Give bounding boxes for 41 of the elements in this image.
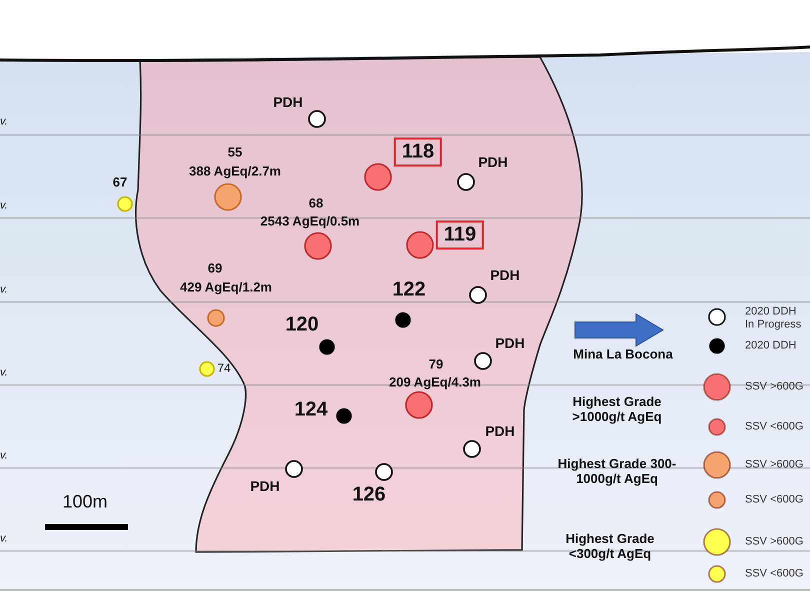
- legend-label: SSV <600G: [745, 494, 804, 506]
- legend-label: SSV >600G: [745, 380, 804, 394]
- hole-number: 126: [352, 484, 386, 506]
- hole-number: 69: [208, 262, 222, 276]
- hole-label: PDH: [273, 94, 303, 110]
- direction-label: Mina La Bocona: [573, 348, 673, 362]
- legend-label: 2020 DDH In Progress: [745, 305, 802, 331]
- hole-label: PDH: [495, 334, 525, 352]
- hole-label: PDH: [478, 154, 508, 170]
- hole-number: 119: [436, 220, 484, 250]
- grade-class-label: Highest Grade <300g/t AgEq: [564, 532, 656, 562]
- legend-label: SSV <600G: [745, 568, 804, 580]
- legend-label: SSV <600G: [745, 420, 804, 434]
- level-label: v.: [0, 284, 8, 296]
- hole-number: 68: [308, 196, 324, 212]
- hole-label: PDH: [250, 478, 280, 494]
- legend-label: SSV >600G: [745, 536, 804, 548]
- hole-label: PDH: [485, 422, 515, 440]
- hole-number: 122: [392, 278, 426, 302]
- grade-class-label: Highest Grade 300-1000g/t AgEq: [556, 457, 678, 487]
- hole-number: 120: [285, 314, 319, 336]
- level-label: v.: [0, 116, 8, 128]
- assay-label: 388 AgEq/2.7m: [189, 164, 281, 180]
- hole-label: PDH: [490, 266, 520, 284]
- assay-label: 2543 AgEq/0.5m: [260, 214, 360, 230]
- level-label: v.: [0, 450, 8, 462]
- level-label: v.: [0, 366, 8, 380]
- hole-number: 118: [394, 138, 442, 166]
- assay-label: 209 AgEq/4.3m: [389, 376, 481, 390]
- grade-class-label: Highest Grade >1000g/t AgEq: [571, 395, 663, 425]
- hole-number: 79: [428, 358, 444, 372]
- assay-label: 429 AgEq/1.2m: [180, 280, 272, 296]
- level-label: v.: [0, 532, 8, 546]
- hole-number: 67: [112, 176, 128, 190]
- hole-number: 55: [228, 146, 242, 160]
- scale-label: 100m: [62, 492, 108, 512]
- legend-label: 2020 DDH: [745, 340, 796, 352]
- hole-number: 124: [294, 398, 328, 422]
- level-label: v.: [0, 200, 8, 212]
- hole-number: 74: [217, 362, 231, 376]
- legend-label: SSV >600G: [745, 458, 804, 472]
